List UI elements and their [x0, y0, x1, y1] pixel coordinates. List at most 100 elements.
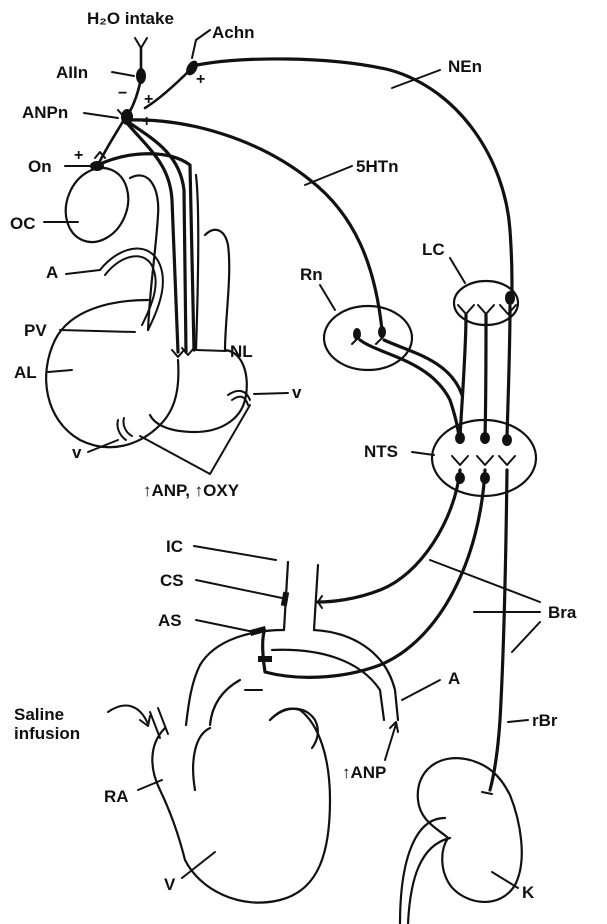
fork-lc-1 [458, 305, 474, 314]
labels: H₂O intake Achn AIIn ANPn On NEn 5HTn OC… [10, 9, 577, 902]
fork-lc-2 [478, 305, 494, 314]
leader-achn [192, 30, 210, 58]
label-anp-oxy: ↑ANP, ↑OXY [143, 481, 240, 500]
label-ic: IC [166, 537, 183, 556]
label-on: On [28, 157, 52, 176]
leader-anp-oxy [140, 405, 250, 474]
nuclei [324, 281, 536, 496]
nts-soma-5 [480, 472, 490, 484]
leader-pv [60, 330, 135, 332]
nts-to-kidney [490, 470, 507, 790]
fork-nts-1 [452, 456, 468, 465]
nts-to-cs [318, 470, 460, 602]
leader-bra-bottom [512, 622, 540, 652]
sign-achn-plus: + [196, 71, 205, 88]
label-saline-line2: infusion [14, 724, 80, 743]
label-ra: RA [104, 787, 129, 806]
label-oc: OC [10, 214, 36, 233]
saline-inlet [150, 712, 160, 738]
sign-aiin-plus: + [144, 91, 153, 108]
label-nl: NL [230, 342, 253, 361]
label-lc: LC [422, 240, 445, 259]
label-h2o-intake: H₂O intake [87, 9, 174, 28]
label-rn: Rn [300, 265, 323, 284]
optic-chiasm [55, 159, 139, 252]
leader-rn [320, 285, 335, 310]
heart-valve [270, 709, 318, 748]
label-anp-up: ↑ANP [342, 763, 386, 782]
lc-fiber-right [507, 306, 510, 437]
leader-cs [196, 580, 282, 598]
leader-anpn [84, 113, 118, 118]
label-al: AL [14, 363, 37, 382]
sign-aiin-minus: − [118, 85, 127, 102]
leader-bra-top [430, 560, 540, 602]
label-nen: NEn [448, 57, 482, 76]
label-5htn: 5HTn [356, 157, 399, 176]
heart-group [108, 562, 398, 903]
leader-v-right [254, 393, 288, 394]
label-pv: PV [24, 321, 47, 340]
hypothalamus-outline [130, 176, 158, 330]
label-a-top: A [46, 263, 58, 282]
nts-soma-2 [480, 432, 490, 444]
rn-fiber-1 [360, 340, 459, 437]
label-nts: NTS [364, 442, 398, 461]
label-achn: Achn [212, 23, 255, 42]
nts-to-as [263, 470, 485, 677]
label-v-heart: V [164, 875, 176, 894]
leader-k [492, 872, 518, 888]
leader-nts [412, 452, 434, 455]
aortic-arch-outer [186, 630, 284, 725]
leader-ic [194, 546, 276, 560]
label-k: K [522, 883, 535, 902]
nts-soma-1 [455, 432, 465, 444]
leader-a [66, 270, 100, 274]
leader-al [48, 370, 72, 372]
on-soma [90, 161, 104, 171]
nts-soma-3 [502, 434, 512, 446]
internal-carotid-right [314, 565, 318, 630]
label-v-right: v [292, 383, 302, 402]
nl-synapse-2 [182, 348, 194, 355]
leader-a-bottom [402, 680, 440, 700]
arch-marker [258, 656, 272, 662]
leader-as [196, 620, 254, 632]
aiin-soma [136, 68, 146, 84]
fork-nts-3 [499, 456, 515, 465]
label-aiin: AIIn [56, 63, 88, 82]
pituitary-group [46, 159, 250, 448]
label-cs: CS [160, 571, 184, 590]
ureter-outer [400, 818, 445, 924]
aortic-arch-inner [210, 680, 240, 725]
heart-septum [193, 728, 210, 790]
cs-marker [281, 592, 289, 607]
nts-soma-4 [455, 472, 465, 484]
anp-arrow [385, 724, 396, 760]
intake-fork [135, 38, 147, 48]
fiber-3 [98, 154, 194, 350]
leader-aiin [112, 72, 134, 76]
leader-5htn [305, 166, 352, 185]
label-a-bottom: A [448, 669, 460, 688]
sign-on-plus: + [74, 147, 83, 164]
lc-fiber-mid [485, 315, 486, 437]
fork-rn-2 [376, 337, 383, 344]
kidney-group [400, 758, 522, 924]
leader-lc [450, 258, 465, 283]
lc-fiber-left [460, 315, 466, 437]
vein-left-2 [123, 418, 132, 436]
label-saline-line1: Saline [14, 705, 64, 724]
label-anpn: ANPn [22, 103, 68, 122]
rn-fiber-2 [384, 340, 462, 395]
aortic-arch-right [314, 630, 398, 720]
label-as: AS [158, 611, 182, 630]
rn-soma-2 [378, 326, 386, 338]
label-rbr: rBr [532, 711, 558, 730]
sign-anpn-plus: + [142, 113, 151, 130]
fork-nts-2 [477, 456, 493, 465]
pituitary-stalk-right [196, 175, 198, 350]
label-v-left: v [72, 443, 82, 462]
leader-nl [196, 350, 226, 351]
